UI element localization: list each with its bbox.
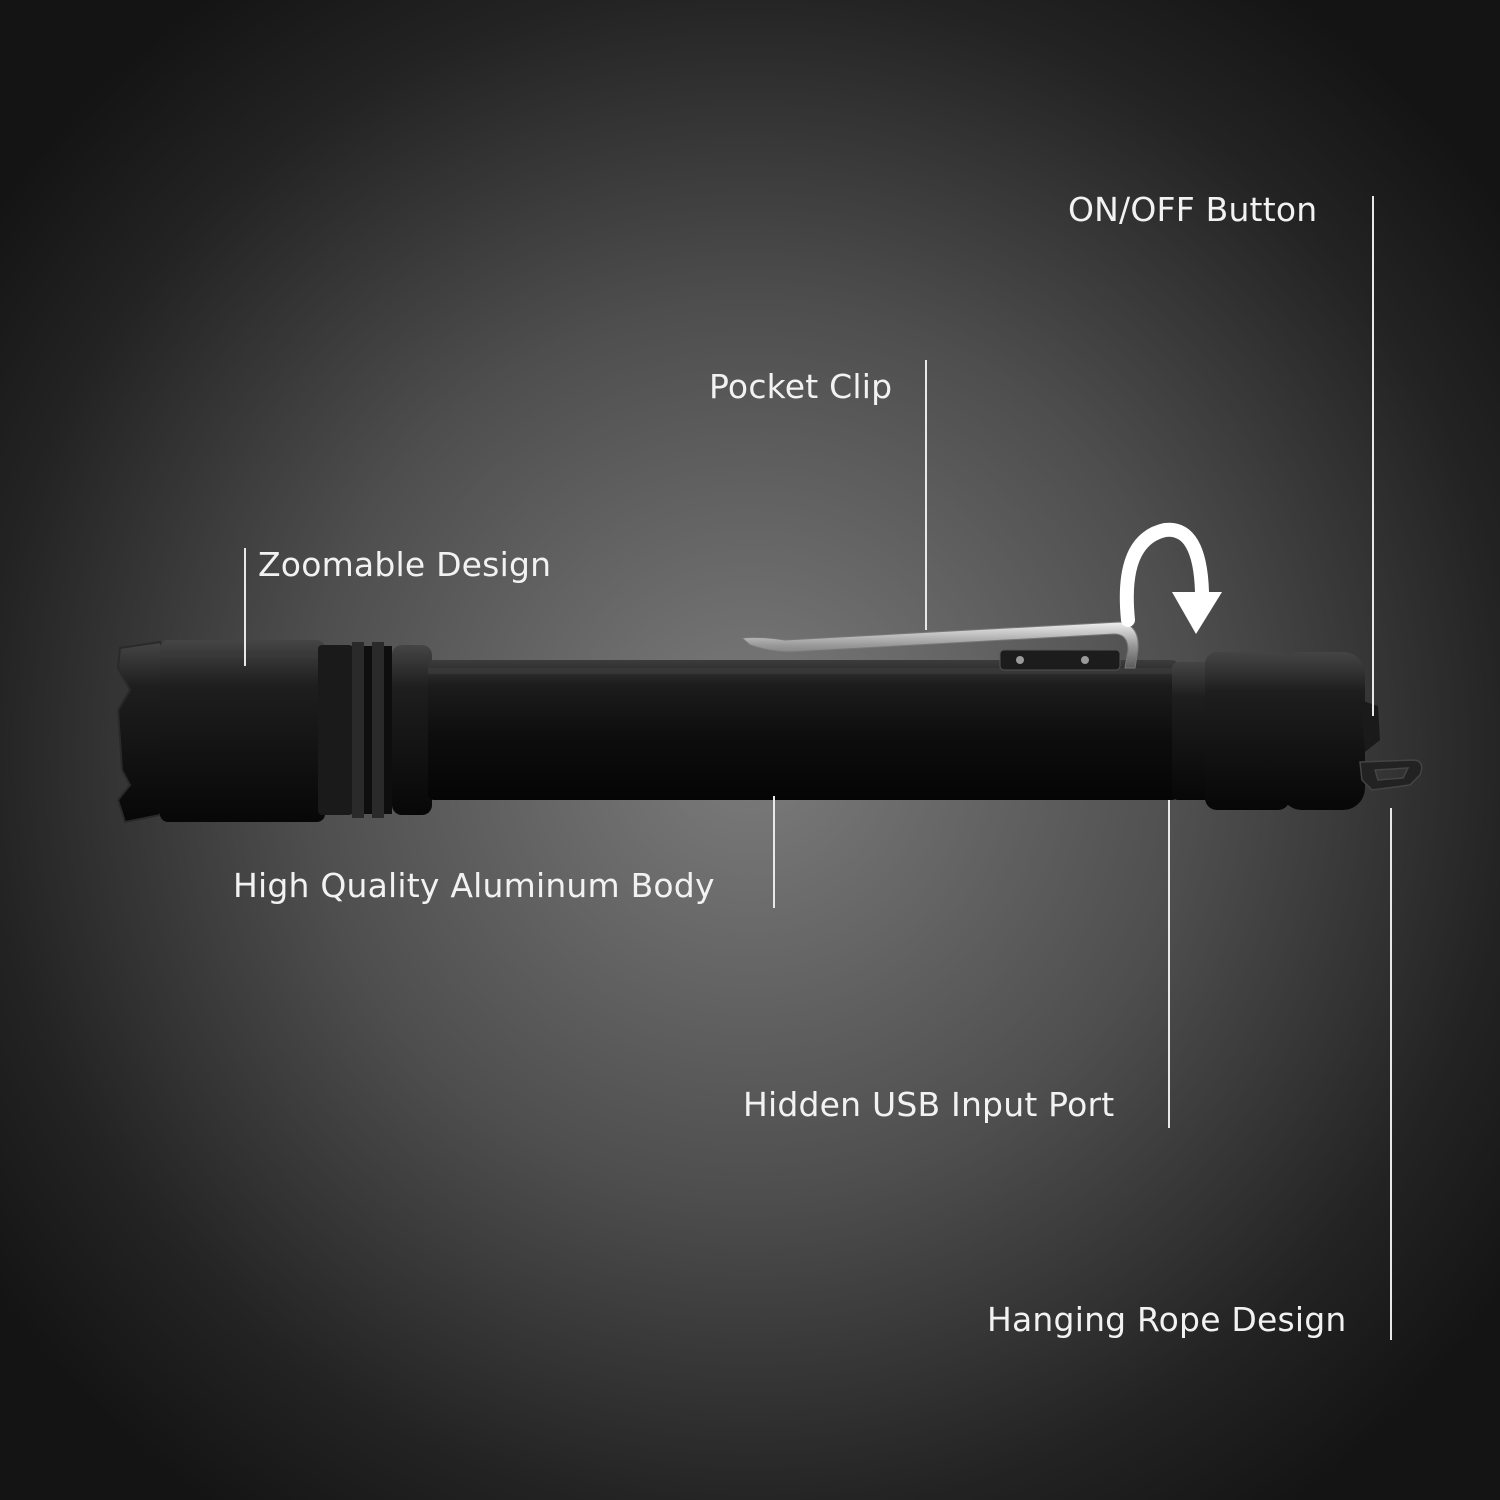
label-pocket-clip: Pocket Clip <box>709 367 893 406</box>
hanging-rope-loop <box>1359 759 1423 791</box>
rotate-arrow-icon <box>1119 522 1222 634</box>
leader-pocket-clip <box>925 360 927 630</box>
label-aluminum-body: High Quality Aluminum Body <box>233 866 715 905</box>
label-zoomable-design: Zoomable Design <box>258 545 552 584</box>
leader-zoomable-design <box>244 548 246 666</box>
pocket-clip <box>740 621 1139 671</box>
flashlight-tail-cap <box>1172 652 1380 810</box>
leader-aluminum-body <box>773 796 775 908</box>
label-usb-port: Hidden USB Input Port <box>743 1085 1115 1124</box>
leader-hanging-rope <box>1390 808 1392 1340</box>
flashlight-body <box>428 660 1178 800</box>
label-hanging-rope: Hanging Rope Design <box>987 1300 1347 1339</box>
flashlight-head <box>116 640 432 824</box>
leader-usb-port <box>1168 800 1170 1128</box>
leader-on-off-button <box>1372 196 1374 716</box>
label-on-off-button: ON/OFF Button <box>1068 190 1318 229</box>
